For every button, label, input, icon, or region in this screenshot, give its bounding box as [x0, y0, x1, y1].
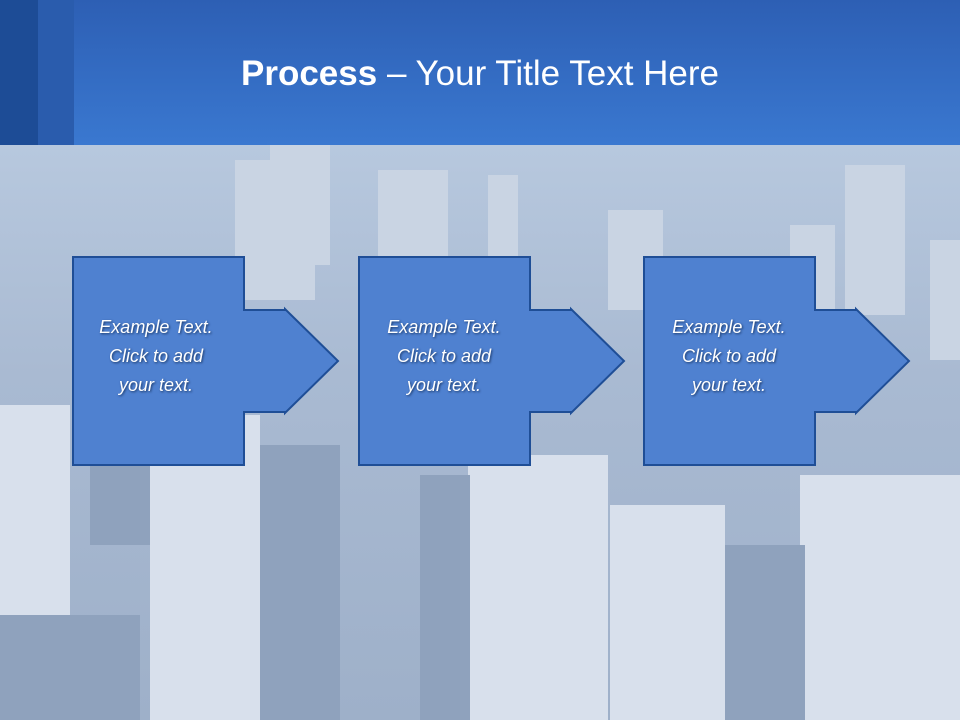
step-3-shape [643, 256, 911, 466]
step-2-line-1: Example Text. [387, 317, 501, 337]
title-bold: Process [241, 54, 378, 93]
title-rest: – Your Title Text Here [377, 54, 719, 93]
process-step-1[interactable]: Example Text. Click to add your text. [70, 256, 340, 467]
step-2-text: Example Text. Click to add your text. [364, 313, 524, 400]
banner-accent-light [38, 0, 74, 145]
step-3-line-2: Click to add [681, 346, 777, 366]
step-1-line-3: your text. [118, 375, 194, 395]
step-1-line-1: Example Text. [99, 317, 213, 337]
step-1-text: Example Text. Click to add your text. [76, 313, 236, 400]
step-3-text: Example Text. Click to add your text. [649, 313, 809, 400]
step-2-line-2: Click to add [396, 346, 492, 366]
title-banner [0, 0, 960, 145]
process-step-2[interactable]: Example Text. Click to add your text. [356, 256, 626, 467]
step-2-shape [358, 256, 626, 466]
step-2-line-3: your text. [406, 375, 482, 395]
step-1-line-2: Click to add [108, 346, 204, 366]
banner-accent-dark [0, 0, 38, 145]
step-3-line-3: your text. [691, 375, 767, 395]
slide-title[interactable]: Process – Your Title Text Here [0, 52, 960, 96]
process-step-3[interactable]: Example Text. Click to add your text. [641, 256, 911, 467]
step-3-line-1: Example Text. [672, 317, 786, 337]
step-1-shape [72, 256, 340, 466]
